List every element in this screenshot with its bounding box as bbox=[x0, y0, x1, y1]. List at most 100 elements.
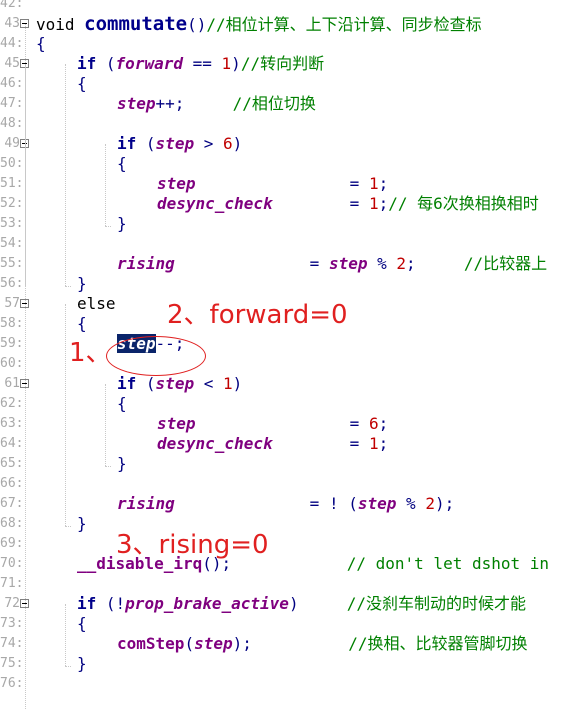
code-line: 68: } bbox=[0, 514, 567, 534]
code-line: 72 if (!prop_brake_active) //没刹车制动的时候才能 bbox=[0, 594, 567, 614]
code-line: 49 if (step > 6) bbox=[0, 134, 567, 154]
code-line: 58: { bbox=[0, 314, 567, 334]
line-number: 65: bbox=[0, 456, 24, 471]
code-line: 45 if (forward == 1)//转向判断 bbox=[0, 54, 567, 74]
fold-toggle-icon[interactable] bbox=[20, 139, 29, 148]
code-line: 71: bbox=[0, 574, 567, 594]
code-text[interactable]: { bbox=[36, 34, 46, 53]
line-number: 74: bbox=[0, 636, 24, 651]
line-number: 68: bbox=[0, 516, 24, 531]
line-number: 59: bbox=[0, 336, 24, 351]
line-number: 45 bbox=[4, 56, 20, 71]
annotation-step-1: 1、 bbox=[69, 338, 112, 368]
code-text[interactable]: desync_check = 1;// 每6次换相换相时 bbox=[157, 194, 539, 213]
code-text[interactable]: step = 1; bbox=[157, 174, 389, 193]
code-text[interactable]: if (forward == 1)//转向判断 bbox=[77, 54, 325, 73]
code-line: 64: desync_check = 1; bbox=[0, 434, 567, 454]
line-number: 69: bbox=[0, 536, 24, 551]
line-number: 57 bbox=[4, 296, 20, 311]
code-line: 66: bbox=[0, 474, 567, 494]
line-number: 55: bbox=[0, 256, 24, 271]
code-text[interactable]: if (!prop_brake_active) //没刹车制动的时候才能 bbox=[77, 594, 527, 613]
code-text[interactable]: void commutate()//相位计算、上下沿计算、同步检查标 bbox=[36, 13, 482, 35]
code-text[interactable]: desync_check = 1; bbox=[157, 434, 389, 453]
line-number: 64: bbox=[0, 436, 24, 451]
code-line: 60: bbox=[0, 354, 567, 374]
line-number: 49 bbox=[4, 136, 20, 151]
code-line: 42: bbox=[0, 0, 567, 14]
line-number: 48: bbox=[0, 116, 24, 131]
code-text[interactable]: { bbox=[117, 394, 127, 413]
line-number: 72 bbox=[4, 596, 20, 611]
fold-guide bbox=[25, 64, 26, 286]
fold-toggle-icon[interactable] bbox=[20, 599, 29, 608]
fold-guide bbox=[65, 526, 71, 527]
line-number: 54: bbox=[0, 236, 24, 251]
code-line: 69: bbox=[0, 534, 567, 554]
code-line: 46: { bbox=[0, 74, 567, 94]
code-text[interactable]: { bbox=[77, 74, 87, 93]
code-text[interactable]: if (step < 1) bbox=[117, 374, 243, 393]
code-line: 67: rising = ! (step % 2); bbox=[0, 494, 567, 514]
code-line: 56: } bbox=[0, 274, 567, 294]
code-text[interactable]: { bbox=[77, 314, 87, 333]
code-text[interactable]: rising = step % 2; //比较器上 bbox=[117, 254, 548, 273]
line-number: 66: bbox=[0, 476, 24, 491]
code-line: 57 else bbox=[0, 294, 567, 314]
annotation-forward: 2、forward=0 bbox=[167, 300, 348, 330]
code-line: 50: { bbox=[0, 154, 567, 174]
code-text[interactable]: rising = ! (step % 2); bbox=[117, 494, 455, 513]
code-line: 53: } bbox=[0, 214, 567, 234]
line-number: 50: bbox=[0, 156, 24, 171]
line-number: 56: bbox=[0, 276, 24, 291]
line-number: 44: bbox=[0, 36, 24, 51]
line-number: 53: bbox=[0, 216, 24, 231]
fold-toggle-icon[interactable] bbox=[20, 299, 29, 308]
code-line: 70: __disable_irq(); // don't let dshot … bbox=[0, 554, 567, 574]
code-text[interactable]: step = 6; bbox=[157, 414, 389, 433]
code-line: 65: } bbox=[0, 454, 567, 474]
fold-toggle-icon[interactable] bbox=[20, 19, 29, 28]
code-text[interactable]: } bbox=[77, 654, 87, 673]
code-text[interactable]: { bbox=[117, 154, 127, 173]
code-line: 55: rising = step % 2; //比较器上 bbox=[0, 254, 567, 274]
code-text[interactable]: } bbox=[77, 274, 87, 293]
code-text[interactable]: else bbox=[77, 294, 116, 313]
line-number: 62: bbox=[0, 396, 24, 411]
line-number: 76: bbox=[0, 676, 24, 691]
fold-toggle-icon[interactable] bbox=[20, 59, 29, 68]
fold-guide bbox=[105, 466, 111, 467]
code-text[interactable]: { bbox=[77, 614, 87, 633]
code-text[interactable]: if (step > 6) bbox=[117, 134, 243, 153]
line-number: 52: bbox=[0, 196, 24, 211]
code-line: 47: step++; //相位切换 bbox=[0, 94, 567, 114]
line-number: 73: bbox=[0, 616, 24, 631]
code-text[interactable]: step++; //相位切换 bbox=[117, 94, 316, 113]
code-text[interactable]: } bbox=[117, 214, 127, 233]
code-line: 63: step = 6; bbox=[0, 414, 567, 434]
highlight-ellipse bbox=[106, 336, 206, 376]
line-number: 47: bbox=[0, 96, 24, 111]
line-number: 70: bbox=[0, 556, 24, 571]
fold-guide bbox=[105, 384, 106, 466]
fold-guide bbox=[65, 286, 71, 287]
code-text[interactable]: comStep(step); //换相、比较器管脚切换 bbox=[117, 634, 528, 653]
line-number: 43 bbox=[4, 16, 20, 31]
code-line: 51: step = 1; bbox=[0, 174, 567, 194]
line-number: 75: bbox=[0, 656, 24, 671]
code-text[interactable]: } bbox=[77, 514, 87, 533]
code-text[interactable]: } bbox=[117, 454, 127, 473]
line-number: 63: bbox=[0, 416, 24, 431]
fold-guide bbox=[25, 24, 26, 709]
fold-guide bbox=[65, 64, 66, 286]
code-line: 48: bbox=[0, 114, 567, 134]
code-line: 73: { bbox=[0, 614, 567, 634]
fold-guide bbox=[105, 144, 106, 226]
fold-toggle-icon[interactable] bbox=[20, 379, 29, 388]
line-number: 46: bbox=[0, 76, 24, 91]
code-text[interactable]: __disable_irq(); // don't let dshot in bbox=[77, 554, 550, 573]
code-line: 44: { bbox=[0, 34, 567, 54]
fold-guide bbox=[65, 304, 66, 526]
line-number: 51: bbox=[0, 176, 24, 191]
